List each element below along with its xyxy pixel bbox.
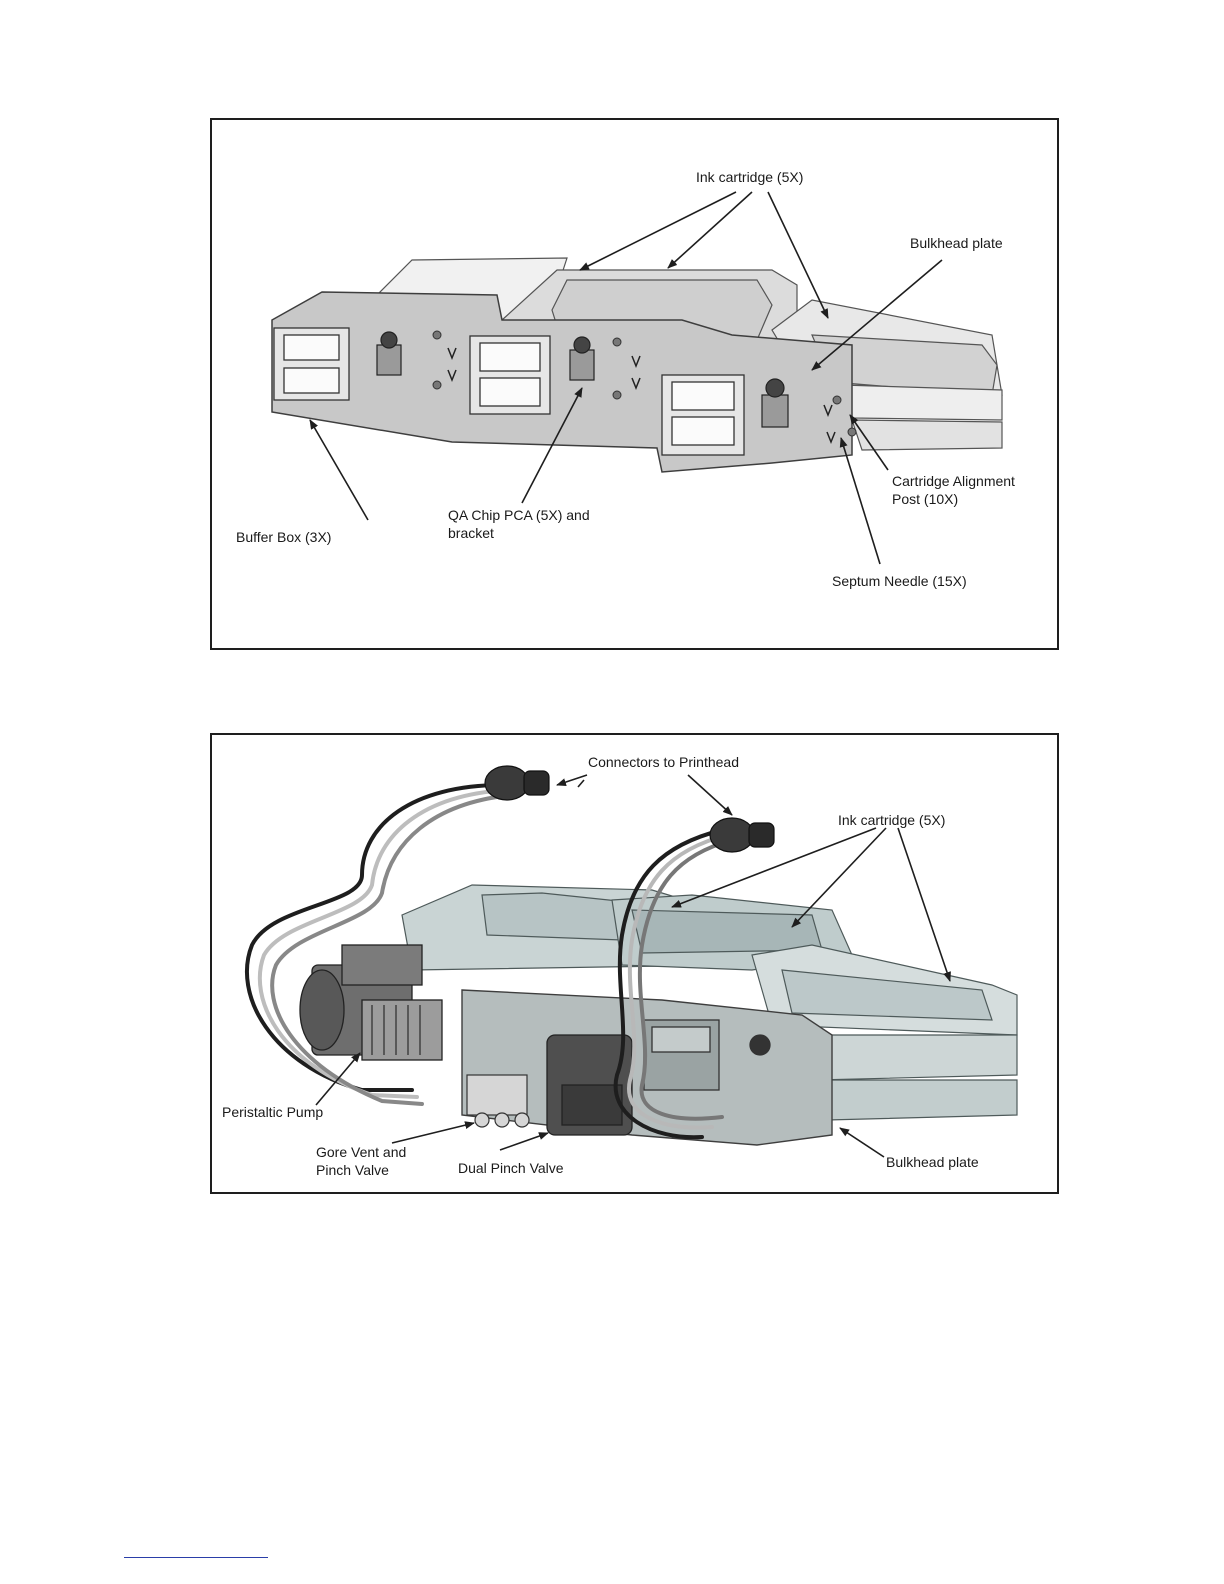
footnote-rule — [124, 1557, 268, 1558]
label-dual-pinch-valve: Dual Pinch Valve — [458, 1159, 564, 1177]
label-bulkhead-plate: Bulkhead plate — [910, 234, 1003, 252]
label-buffer-box: Buffer Box (3X) — [236, 528, 331, 546]
figure-ink-supply-rear: Connectors to Printhead Ink cartridge (5… — [210, 733, 1059, 1194]
figure-ink-supply-front: Ink cartridge (5X) Bulkhead plate Buffer… — [210, 118, 1059, 650]
ink-supply-rear-illustration — [212, 735, 1057, 1192]
label-connectors: Connectors to Printhead — [588, 753, 739, 771]
label-bulkhead-plate-rear: Bulkhead plate — [886, 1153, 979, 1171]
label-septum-needle: Septum Needle (15X) — [832, 572, 967, 590]
peristaltic-pump — [300, 945, 442, 1060]
label-gore-line2: Pinch Valve — [316, 1161, 389, 1179]
label-ink-cartridge-rear: Ink cartridge (5X) — [838, 811, 945, 829]
label-ink-cartridge: Ink cartridge (5X) — [696, 168, 803, 186]
label-qa-chip-line2: bracket — [448, 524, 494, 542]
label-qa-chip-line1: QA Chip PCA (5X) and — [448, 506, 590, 524]
gore-vent-pinch-valve — [467, 1075, 529, 1127]
dual-pinch-valve — [547, 1035, 632, 1135]
label-alignment-line2: Post (10X) — [892, 490, 958, 508]
label-peristaltic-pump: Peristaltic Pump — [222, 1103, 323, 1121]
label-gore-line1: Gore Vent and — [316, 1143, 406, 1161]
ink-supply-front-illustration — [212, 120, 1057, 648]
printhead-connectors — [485, 766, 774, 852]
label-alignment-line1: Cartridge Alignment — [892, 472, 1015, 490]
